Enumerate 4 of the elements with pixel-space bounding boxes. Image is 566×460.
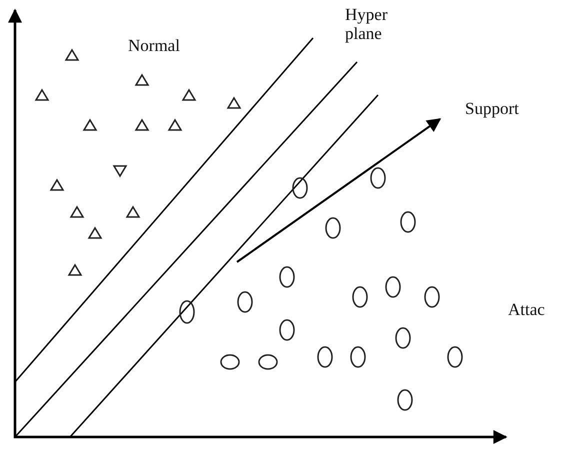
axis-region-label: Attac [508,300,546,319]
axis-region-label: Support [465,99,520,118]
axis-region-label: Hyper plane [345,5,388,43]
axis-region-label: Normal [128,36,181,55]
